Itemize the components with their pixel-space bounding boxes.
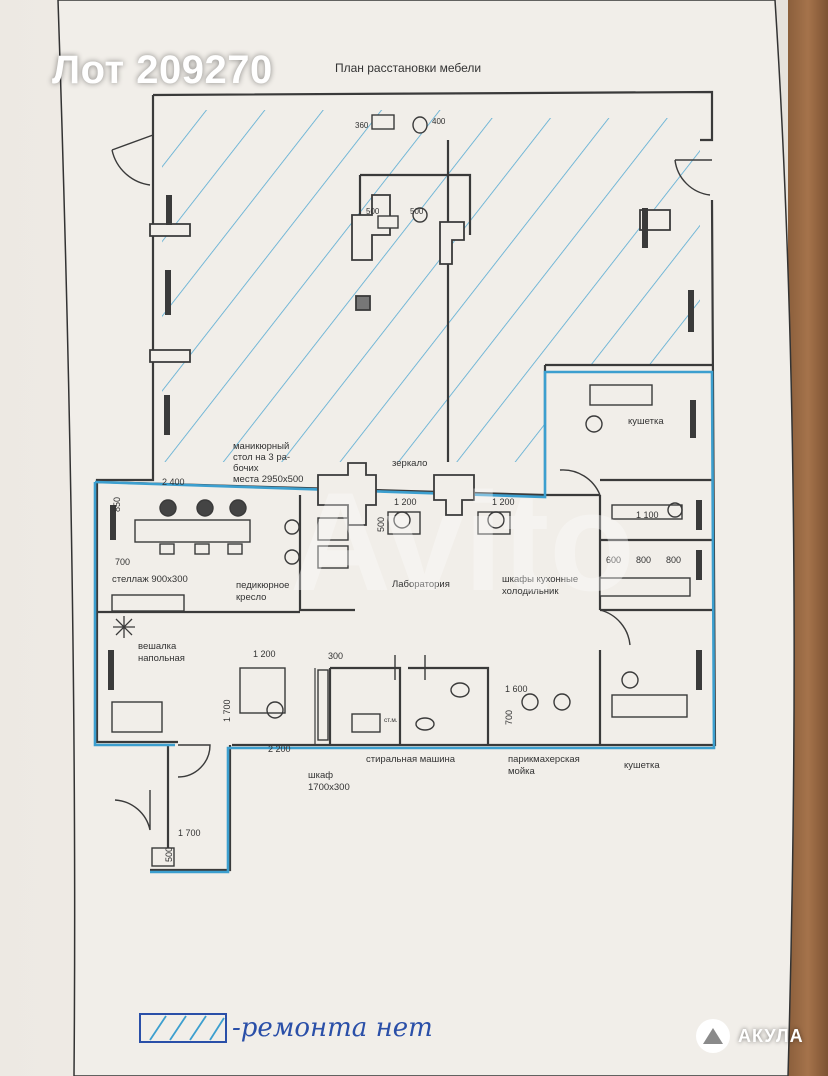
windows [108, 195, 702, 690]
dim-360: 360 [355, 121, 369, 130]
dim-1100: 1 100 [636, 510, 659, 520]
dim-400: 400 [432, 117, 446, 126]
label-hair-sink-1: парикмахерская [508, 754, 580, 765]
walls [95, 90, 717, 872]
dim-700-sink: 700 [504, 710, 514, 725]
label-washing-machine: стиральная машина [366, 754, 456, 765]
legend-hatch [149, 1015, 225, 1041]
legend-text: -ремонта нет [232, 1013, 433, 1043]
label-pedicure-2: кресло [236, 592, 266, 603]
hanger-symbol [113, 616, 135, 638]
wall-pillars [149, 194, 671, 526]
label-shelving: стеллаж 900х300 [112, 574, 188, 585]
dim-800-a: 800 [636, 555, 651, 565]
hatched-unrenovated-area [162, 110, 700, 462]
label-wardrobe-1: шкаф [308, 770, 333, 781]
watermark: Avito [290, 463, 635, 620]
label-hair-sink-2: мойка [508, 766, 535, 777]
dim-1200-b: 1 200 [492, 497, 515, 507]
furniture [111, 114, 691, 867]
dimension-labels: 2 400 850 700 1 200 500 1 200 1 100 600 … [112, 117, 681, 862]
label-manicure-1: маникюрный [233, 441, 289, 452]
label-washer-abbr: ст.м. [384, 717, 398, 724]
blue-outline [93, 370, 716, 874]
legend: -ремонта нет [139, 1013, 433, 1043]
wooden-table-edge [788, 0, 828, 1076]
label-hanger-2: напольная [138, 653, 185, 664]
dim-1700-v: 1 700 [222, 699, 232, 722]
label-laboratory: Лаборатория [392, 579, 450, 590]
plan-title: План расстановки мебели [335, 61, 481, 75]
brand-name: АКУЛА [738, 1025, 804, 1046]
label-kitchen-2: холодильник [502, 586, 559, 597]
brand-logo: АКУЛА [696, 1012, 818, 1060]
plan-labels: маникюрный стол на 3 ра- бочих места 295… [112, 416, 664, 793]
dim-2400: 2 400 [162, 477, 185, 487]
shark-logo-icon [696, 1019, 730, 1053]
label-kitchen-1: шкафы кухонные [502, 574, 578, 585]
label-wardrobe-2: 1700х300 [308, 782, 350, 793]
dim-1700-h: 1 700 [178, 828, 201, 838]
dim-300: 300 [328, 651, 343, 661]
dim-2200: 2 200 [268, 744, 291, 754]
legend-swatch [139, 1013, 227, 1043]
label-manicure-2: стол на 3 ра- [233, 452, 290, 463]
label-couch-top: кушетка [628, 416, 664, 427]
doors [111, 134, 712, 831]
dim-500-a: 500 [376, 517, 386, 532]
dim-1200-a: 1 200 [394, 497, 417, 507]
dim-1200-c: 1 200 [253, 649, 276, 659]
label-mirror: зеркало [392, 458, 427, 469]
label-hanger-1: вешалка [138, 641, 177, 652]
dim-700-left: 700 [115, 557, 130, 567]
label-manicure-4: места 2950х500 [233, 474, 303, 485]
dim-850: 850 [112, 497, 122, 512]
dim-1600: 1 600 [505, 684, 528, 694]
dim-500-d: 500 [410, 207, 424, 216]
lot-number: Лот 209270 [52, 48, 273, 92]
dim-600: 600 [606, 555, 621, 565]
label-couch-bottom: кушетка [624, 760, 660, 771]
dim-500-c: 500 [366, 207, 380, 216]
label-manicure-3: бочих [233, 463, 259, 474]
dim-800-b: 800 [666, 555, 681, 565]
dim-500-b: 500 [164, 847, 174, 862]
label-pedicure-1: педикюрное [236, 580, 289, 591]
